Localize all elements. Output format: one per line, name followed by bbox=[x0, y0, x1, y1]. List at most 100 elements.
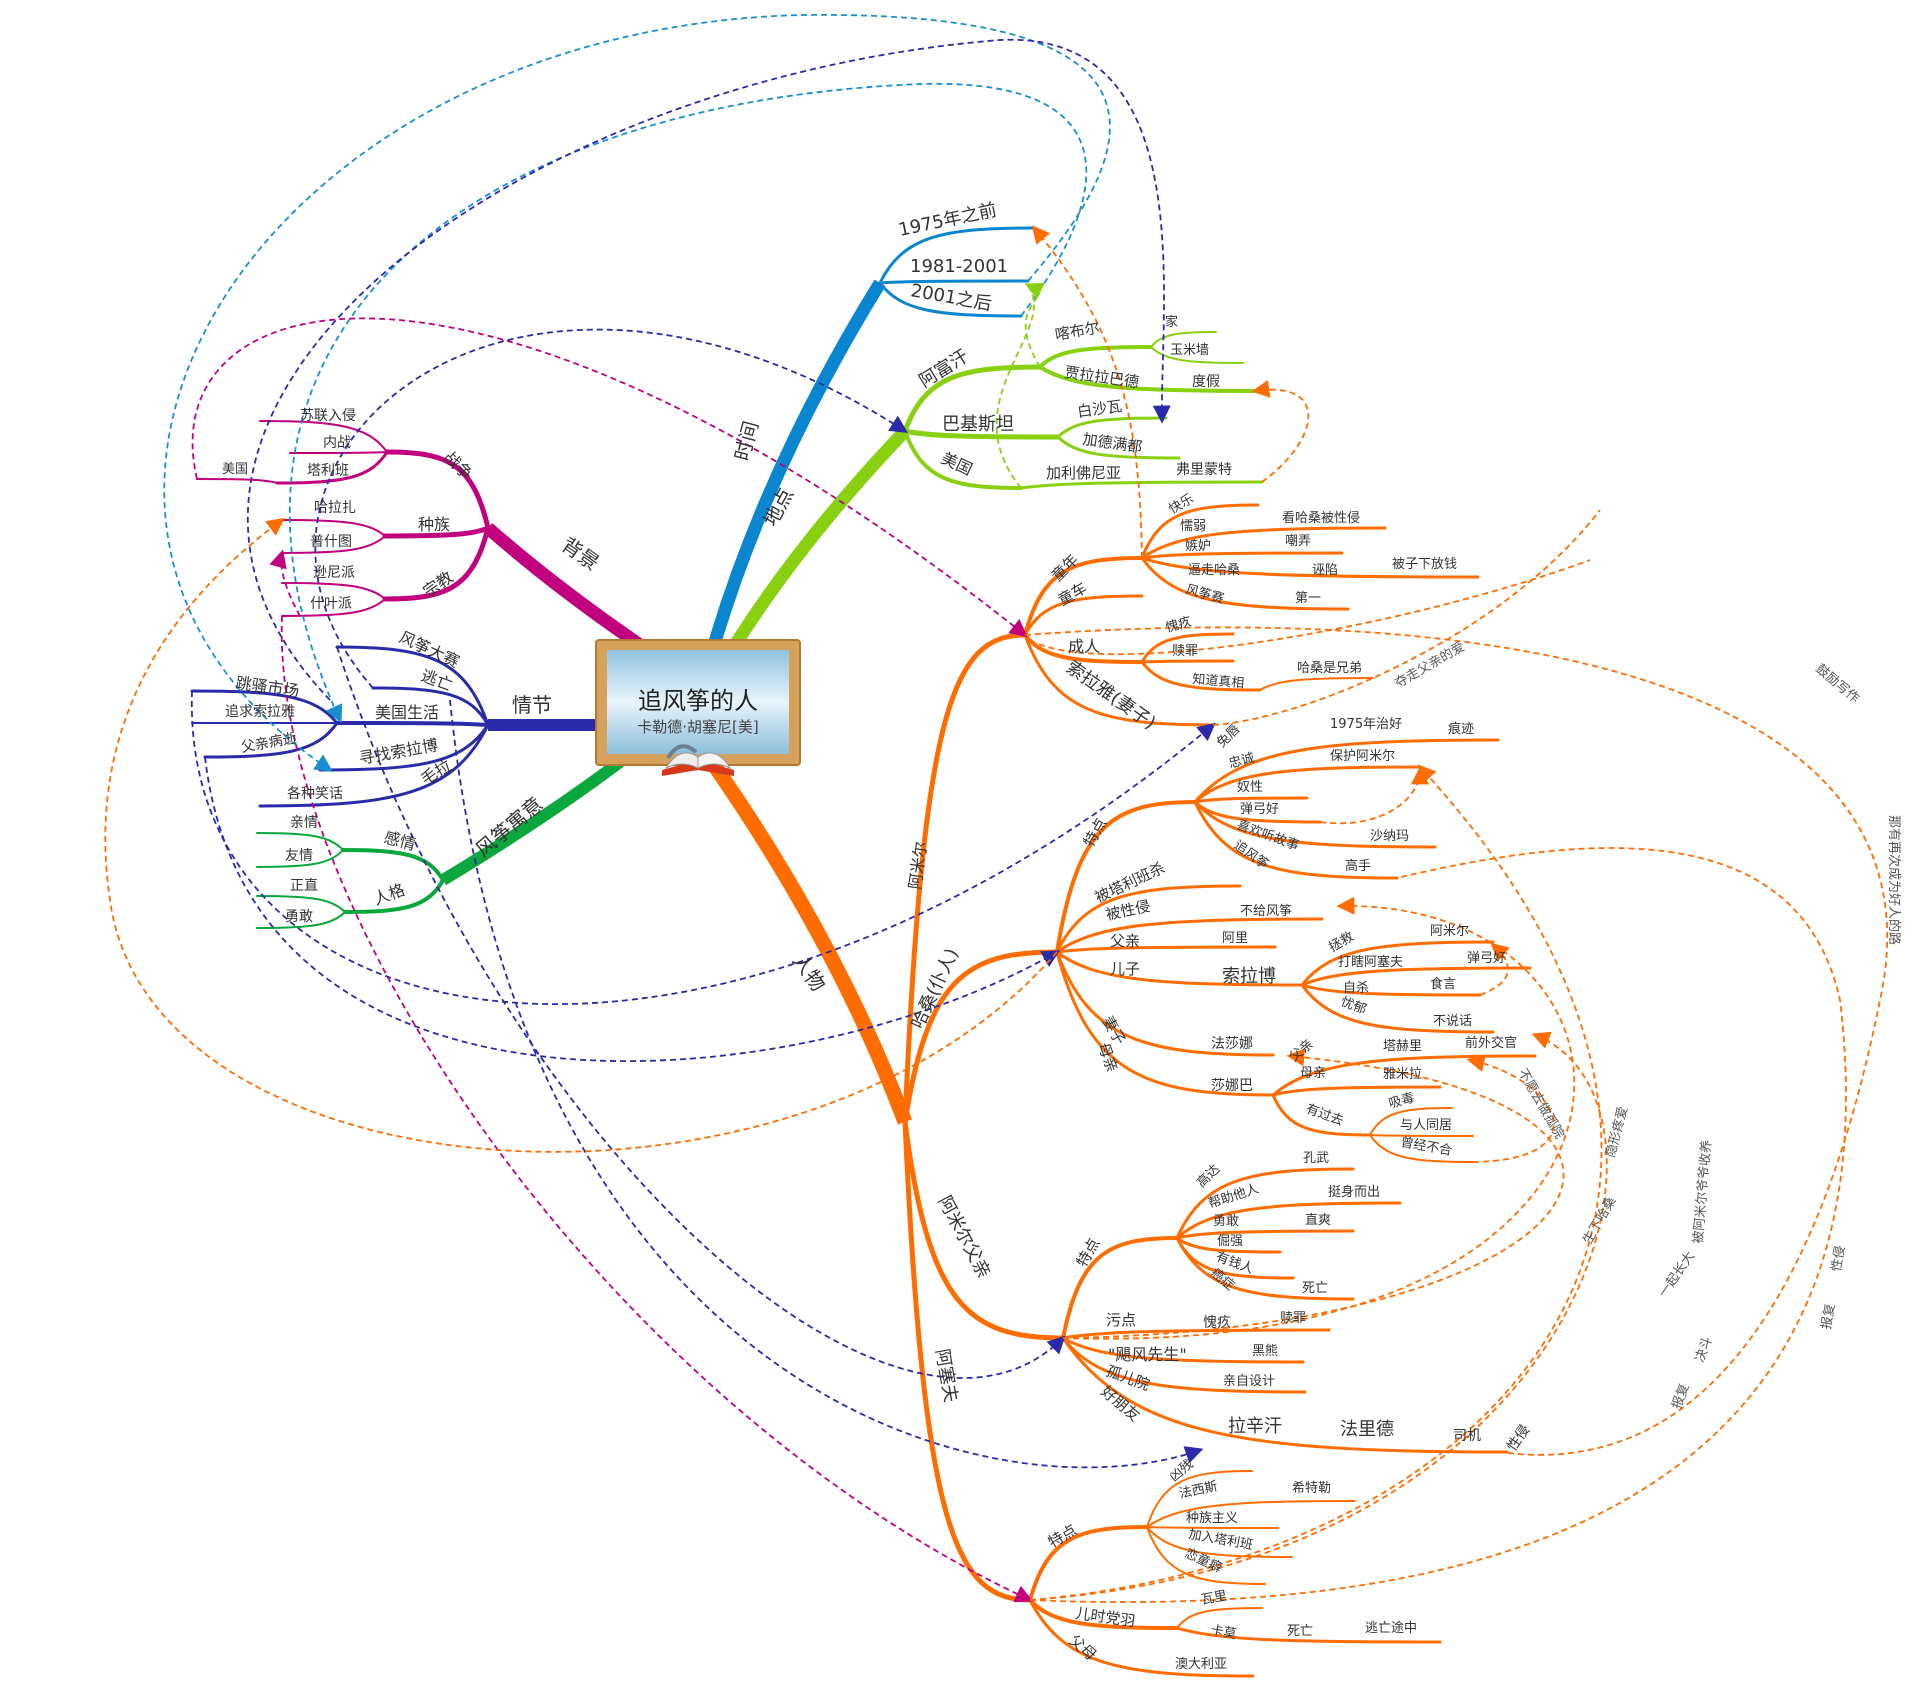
connector-label: 鼓励写作 bbox=[1812, 662, 1861, 707]
place-cornwall: 玉米墙 bbox=[1170, 343, 1209, 358]
plot-item: 追求索拉雅 bbox=[225, 703, 295, 720]
central-author: 卡勒德·胡塞尼[美] bbox=[637, 718, 758, 736]
branch-line bbox=[1140, 551, 1344, 560]
baba-item: 死亡 bbox=[1302, 1281, 1328, 1296]
relationship-connector bbox=[191, 690, 1216, 1005]
branch-line bbox=[1055, 945, 1277, 954]
place-kabul: 喀布尔 bbox=[1054, 318, 1101, 344]
plot-jokes: 各种笑话 bbox=[287, 786, 343, 802]
branch-line bbox=[1038, 345, 1153, 369]
amir-wife: 索拉雅(妻子) bbox=[1062, 657, 1159, 734]
branch-line bbox=[1023, 556, 1144, 637]
amir-adult: 成人 bbox=[1068, 637, 1100, 656]
branch-line bbox=[902, 364, 1043, 434]
relationship-connector bbox=[1031, 225, 1143, 559]
place-peshawar: 白沙瓦 bbox=[1076, 397, 1123, 421]
branch-line bbox=[371, 686, 490, 727]
background-item: 苏联入侵 bbox=[300, 407, 356, 424]
sanaubar-item: 曾经不合 bbox=[1399, 1135, 1453, 1159]
branch-line bbox=[1140, 556, 1350, 611]
relationship-connector bbox=[1024, 282, 1045, 368]
relationship-connector bbox=[104, 517, 1058, 1153]
branch-line bbox=[275, 450, 389, 485]
hassan-no-kite: 不给风筝 bbox=[1240, 903, 1292, 919]
branch-line bbox=[1146, 1526, 1266, 1585]
relationship-connectors bbox=[104, 14, 1888, 1603]
branch-line bbox=[1146, 1470, 1253, 1528]
branch-line bbox=[256, 849, 344, 868]
branch-line bbox=[1300, 983, 1495, 1034]
background-item: 哈拉扎 bbox=[314, 500, 356, 516]
baba-item: 帮助他人 bbox=[1207, 1181, 1261, 1211]
branch-line bbox=[1176, 1607, 1263, 1629]
place-pakistan: 巴基斯坦 bbox=[942, 414, 1014, 435]
branch-line bbox=[1271, 1085, 1442, 1097]
background-war: 战争 bbox=[440, 447, 476, 483]
branch-line bbox=[1369, 1107, 1453, 1136]
sanaubar-item: 前外交官 bbox=[1465, 1035, 1517, 1051]
branch-plot[interactable]: 情节 风筝大赛 逃亡 美国生活 跳骚市场 追求索拉雅 父亲病逝 寻找索拉博 毛拉… bbox=[225, 627, 552, 802]
branch-line bbox=[1019, 480, 1264, 490]
branch-line bbox=[902, 1119, 1033, 1603]
baba-item: 高达 bbox=[1194, 1161, 1224, 1191]
baba-bear: 黑熊 bbox=[1252, 1343, 1278, 1359]
branch-lines bbox=[190, 226, 1537, 1678]
connector-label: 一起长大 bbox=[1656, 1249, 1698, 1300]
amir-item: 哈桑是兄弟 bbox=[1297, 661, 1362, 676]
central-topic[interactable]: 追风筝的人 卡勒德·胡塞尼[美] bbox=[595, 639, 801, 776]
hassan-item: 兔唇 bbox=[1214, 722, 1243, 751]
assef-item: 法西斯 bbox=[1178, 1479, 1219, 1502]
branch-line bbox=[1175, 1167, 1355, 1240]
relationship-connector bbox=[449, 699, 1204, 1469]
assef-traits: 特点 bbox=[1045, 1521, 1080, 1552]
baba-item: 直爽 bbox=[1305, 1213, 1331, 1228]
branch-line bbox=[1150, 346, 1244, 364]
branch-line bbox=[903, 429, 1023, 490]
gang-item: 卡莫 bbox=[1209, 1623, 1237, 1642]
branch-line bbox=[1023, 633, 1144, 664]
branch-line bbox=[1028, 1525, 1149, 1602]
branch-line bbox=[902, 1119, 1066, 1341]
hassan-item: 奴性 bbox=[1237, 779, 1263, 795]
sohrab-item: 食言 bbox=[1430, 976, 1456, 992]
amir-item: 愧疚 bbox=[1164, 614, 1193, 636]
branch-line bbox=[1369, 1134, 1474, 1137]
time-item: 1981-2001 bbox=[910, 256, 1008, 277]
branch-line bbox=[1175, 1236, 1355, 1301]
branch-line bbox=[281, 535, 386, 554]
baba-traits: 特点 bbox=[1073, 1235, 1104, 1270]
gang-item: 瓦里 bbox=[1200, 1589, 1228, 1608]
baba-designed: 亲自设计 bbox=[1223, 1374, 1275, 1389]
branch-line bbox=[1300, 940, 1495, 987]
branch-line bbox=[902, 949, 1060, 1125]
sohrab-item: 打瞎阿塞夫 bbox=[1338, 954, 1403, 970]
branch-line bbox=[256, 911, 346, 929]
relationship-connector bbox=[1319, 766, 1429, 825]
hassan-sanaubar: 莎娜巴 bbox=[1211, 1078, 1253, 1094]
branch-line bbox=[1140, 659, 1235, 664]
hassan-ali: 阿里 bbox=[1222, 931, 1248, 946]
sanaubar-item: 雅米拉 bbox=[1383, 1067, 1422, 1082]
branch-line bbox=[1056, 435, 1181, 460]
branch-line bbox=[1271, 1093, 1372, 1137]
baba-item: 勇敢 bbox=[1213, 1214, 1239, 1229]
sanaubar-item: 与人同居 bbox=[1400, 1118, 1452, 1133]
branch-line bbox=[1300, 983, 1482, 997]
amir-item: 赎罪 bbox=[1172, 644, 1198, 659]
relationship-connector bbox=[288, 82, 1088, 724]
background-item: 美国 bbox=[222, 462, 248, 477]
branch-line bbox=[1055, 884, 1242, 954]
amir-item: 看哈桑被性侵 bbox=[1282, 510, 1360, 526]
relationship-connector bbox=[269, 549, 301, 617]
background-item: 什叶派 bbox=[310, 596, 352, 612]
branch-line bbox=[1056, 416, 1168, 439]
branch-place[interactable]: 地点 阿富汗 喀布尔 家 玉米墙 贾拉拉巴德 度假 巴基斯坦 白沙瓦 加德满都 … bbox=[758, 314, 1232, 530]
branch-line bbox=[1300, 966, 1532, 987]
branch-line bbox=[1140, 632, 1235, 664]
sohrab-item: 自杀 bbox=[1343, 981, 1369, 996]
branch-line bbox=[1061, 1336, 1509, 1454]
main-branch bbox=[707, 279, 886, 647]
relationship-connector bbox=[1029, 847, 1847, 1603]
branch-line bbox=[1193, 800, 1437, 849]
relationship-connector bbox=[1466, 1054, 1555, 1163]
